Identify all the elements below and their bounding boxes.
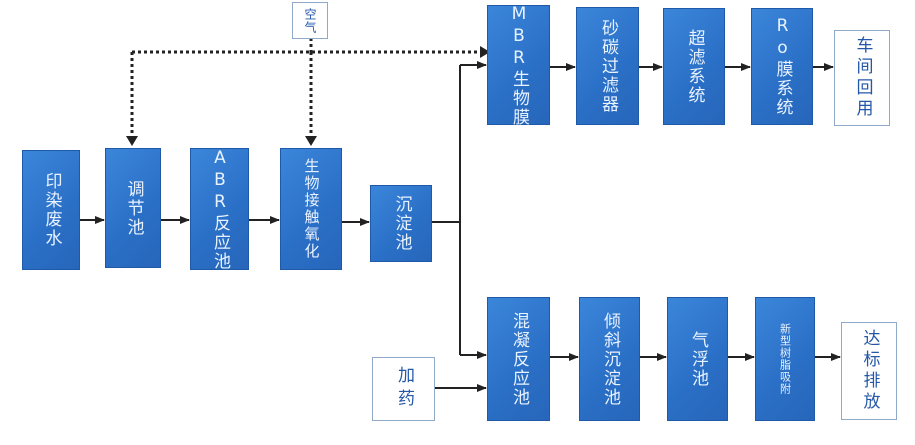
node-sand-carbon-filter: 砂碳过滤器 <box>576 7 639 125</box>
node-new-resin-adsorption: 新型树脂吸附 <box>755 297 815 421</box>
node-ultrafiltration-system: 超滤系统 <box>663 8 725 125</box>
node-label: 达标排放 <box>859 329 880 413</box>
air-arrowhead-contact-oxidation <box>305 136 317 146</box>
node-label: MBR生物膜 <box>509 3 529 127</box>
node-mbr-biofilm: MBR生物膜 <box>487 3 550 127</box>
node-label: 混凝反应池 <box>509 311 529 407</box>
node-printing-dyeing-wastewater: 印染废水 <box>22 150 80 270</box>
node-air-flotation-tank: 气浮池 <box>667 297 728 421</box>
node-ro-membrane-system: Ro膜系统 <box>751 8 813 125</box>
node-dosing: 加药 <box>372 357 435 421</box>
air-supply-lines <box>130 38 482 138</box>
node-label: 车间回用 <box>852 36 873 120</box>
node-label: 倾斜沉淀池 <box>600 311 620 407</box>
node-label: ABR反应池 <box>210 147 230 271</box>
node-sedimentation-tank: 沉淀池 <box>370 185 432 262</box>
node-compliant-discharge: 达标排放 <box>841 322 897 420</box>
node-label: 新型树脂吸附 <box>778 323 792 395</box>
node-label: 调节池 <box>123 179 144 237</box>
node-regulating-tank: 调节池 <box>105 148 161 268</box>
node-label: 气浮池 <box>688 330 708 388</box>
air-label-box: 空气 <box>292 2 328 39</box>
air-arrowhead-regulating <box>126 136 138 146</box>
node-abr-reaction-tank: ABR反应池 <box>190 147 249 271</box>
node-workshop-reuse: 车间回用 <box>834 30 890 126</box>
node-label: 加药 <box>394 366 414 412</box>
node-inclined-sedimentation-tank: 倾斜沉淀池 <box>579 297 640 421</box>
node-label: 印染废水 <box>41 172 62 248</box>
node-label: Ro膜系统 <box>772 16 793 117</box>
node-coagulation-reaction-tank: 混凝反应池 <box>487 297 550 421</box>
node-label: 沉淀池 <box>391 195 412 252</box>
node-label: 砂碳过滤器 <box>598 18 618 114</box>
node-biological-contact-oxidation: 生物接触氧化 <box>280 148 342 270</box>
node-label: 超滤系统 <box>684 28 705 105</box>
node-label: 生物接触氧化 <box>302 158 321 260</box>
air-label: 空气 <box>303 7 317 34</box>
air-arrowhead-mbr <box>480 46 490 58</box>
